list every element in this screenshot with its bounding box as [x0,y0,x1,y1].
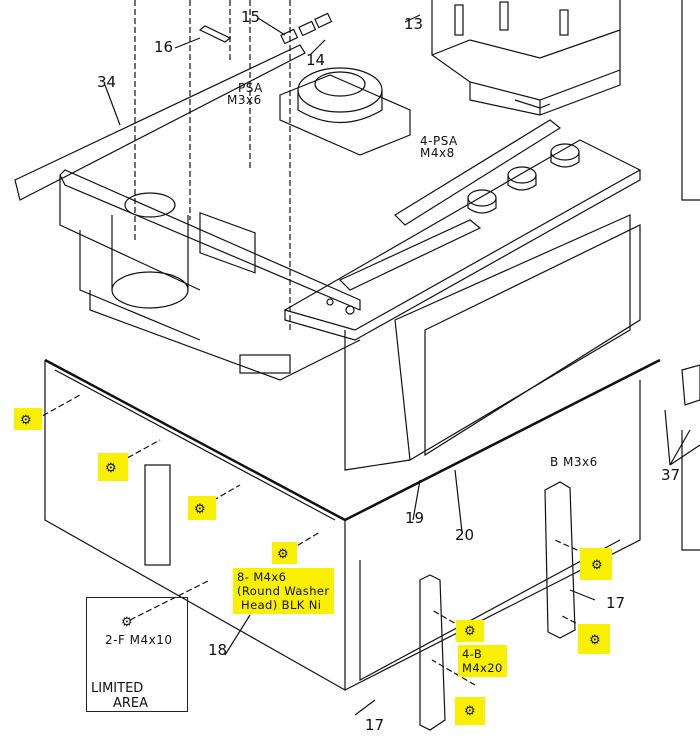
part-number-20: 20 [455,526,475,544]
part-37-block [681,364,700,406]
part-number-19: 19 [405,509,425,527]
lower-chassis-18 [44,358,661,692]
psa-m3x6-label: PSA M3x6 [226,82,263,106]
note-line: (Round Washer [237,584,330,598]
b-screw-3: ⚙ [580,548,612,580]
round-washer-screw-2: ⚙ [98,453,128,481]
screw-icon: ⚙ [464,623,476,638]
note-line: Head) BLK Ni [237,598,322,612]
b-screw-2: ⚙ [455,697,485,725]
b-screw-1: ⚙ [456,620,484,642]
note-line: M4x20 [462,661,503,675]
spec-line: PSA [238,81,263,95]
b-screw-4: ⚙ [578,624,610,654]
rails-17 [419,481,576,731]
control-panel [283,119,642,341]
bar-34 [14,44,306,201]
flat-screw-icon: ⚙ [121,614,133,629]
b-m3x6-label: B M3x6 [550,455,598,469]
f-m4x10-label: 2-F M4x10 [105,633,173,647]
limited-area-box: ⚙ 2-F M4x10 LIMITED AREA [86,597,188,712]
spec-line: M3x6 [227,93,262,107]
top-module-13 [431,0,621,116]
part-number-17-bottom: 17 [365,716,385,734]
round-washer-screw-note: 8- M4x6 (Round Washer Head) BLK Ni [233,568,334,614]
screw-icon: ⚙ [20,412,32,427]
part-number-37: 37 [661,466,681,484]
screw-icon: ⚙ [194,501,206,516]
round-washer-screw-1: ⚙ [14,408,42,430]
part-leaders [104,14,700,716]
part-number-15: 15 [241,8,261,26]
upper-frame [59,169,361,381]
spec-line: M4x8 [420,146,455,160]
b-m4x20-note: 4-B M4x20 [458,645,507,677]
screw-icon: ⚙ [589,632,601,647]
screw-icon: ⚙ [105,460,117,475]
leader-lines [34,0,611,686]
part-number-18: 18 [208,641,228,659]
part-number-13: 13 [404,15,424,33]
psa-m4x8-label: 4-PSA M4x8 [420,135,458,159]
screw-icon: ⚙ [591,557,603,572]
part-number-17-right: 17 [606,594,626,612]
limited-area-label-1: LIMITED [91,681,144,696]
note-line: 8- M4x6 [237,570,287,584]
screw-icon: ⚙ [277,546,289,561]
limited-area-label-2: AREA [113,696,149,711]
pcb-boards [344,214,641,471]
part-number-16: 16 [154,38,174,56]
bracket-16 [198,25,232,43]
spec-line: 4-PSA [420,134,458,148]
screw-icon: ⚙ [464,703,476,718]
motor-14 [279,67,411,156]
note-line: 4-B [462,647,483,661]
right-box [681,0,700,201]
round-washer-screw-4: ⚙ [272,542,297,564]
parts-15 [280,12,333,45]
part-number-14: 14 [306,51,326,69]
round-washer-screw-3: ⚙ [188,496,216,520]
part-number-34: 34 [97,73,117,91]
